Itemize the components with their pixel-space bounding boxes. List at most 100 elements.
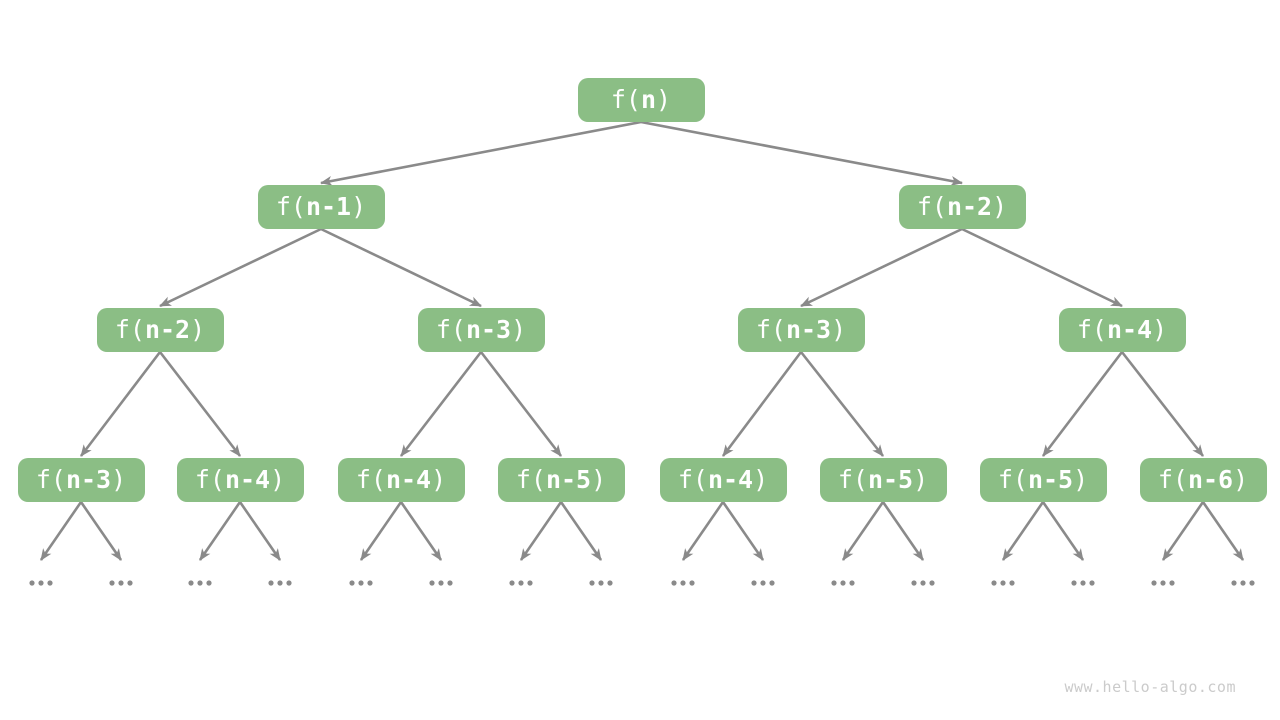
node-label-suffix: ) (1073, 465, 1089, 494)
ellipsis (527, 580, 533, 586)
edge-arrow (238, 501, 282, 561)
node-label-prefix: f( (515, 465, 546, 494)
node-label-suffix: ) (831, 315, 847, 344)
edge-arrow (1161, 501, 1205, 561)
ellipsis (358, 580, 364, 586)
ellipsis (689, 580, 695, 586)
node-label-argument: n-4 (707, 465, 754, 494)
node-label-argument: n (640, 85, 657, 114)
ellipsis (349, 580, 355, 586)
ellipsis (29, 580, 35, 586)
node-label-prefix: f( (755, 315, 786, 344)
tree-node-L3f: f(n-5) (819, 458, 947, 502)
edge-arrow (799, 351, 885, 457)
ellipsis (920, 580, 926, 586)
tree-node-L3e: f(n-4) (659, 458, 787, 502)
ellipsis (447, 580, 453, 586)
ellipsis (760, 580, 766, 586)
ellipsis (751, 580, 757, 586)
ellipsis (929, 580, 935, 586)
tree-node-L2a: f(n-2) (96, 308, 224, 352)
tree-edges (39, 120, 1245, 561)
node-label-prefix: f( (1157, 465, 1188, 494)
ellipsis (109, 580, 115, 586)
ellipsis (286, 580, 292, 586)
ellipsis (118, 580, 124, 586)
edge-arrow (399, 501, 443, 561)
node-label-argument: n-2 (946, 192, 993, 221)
node-label-suffix: ) (111, 465, 127, 494)
node-label-suffix: ) (753, 465, 769, 494)
ellipsis (197, 580, 203, 586)
tree-node-L3g: f(n-5) (979, 458, 1107, 502)
node-label-argument: n-3 (65, 465, 112, 494)
tree-node-L3h: f(n-6) (1139, 458, 1267, 502)
node-label-prefix: f( (355, 465, 386, 494)
ellipsis-dots (29, 580, 1255, 586)
ellipsis (831, 580, 837, 586)
node-label-prefix: f( (435, 315, 466, 344)
edge-arrow (519, 501, 563, 561)
edge-arrow (158, 351, 242, 457)
tree-node-L3b: f(n-4) (176, 458, 304, 502)
node-label-suffix: ) (656, 85, 672, 114)
node-label-argument: n-4 (1106, 315, 1153, 344)
tree-node-L3c: f(n-4) (337, 458, 465, 502)
ellipsis (911, 580, 917, 586)
node-label-suffix: ) (431, 465, 447, 494)
ellipsis (589, 580, 595, 586)
edge-arrow (320, 120, 642, 186)
ellipsis (1071, 580, 1077, 586)
ellipsis (38, 580, 44, 586)
ellipsis (268, 580, 274, 586)
ellipsis (680, 580, 686, 586)
edge-arrow (79, 351, 162, 457)
ellipsis (671, 580, 677, 586)
edge-arrow (320, 227, 482, 308)
tree-node-L2d: f(n-4) (1058, 308, 1186, 352)
ellipsis (47, 580, 53, 586)
tree-node-L3d: f(n-5) (497, 458, 625, 502)
node-label-prefix: f( (837, 465, 868, 494)
ellipsis (849, 580, 855, 586)
edge-arrow (39, 501, 83, 561)
edge-arrow (79, 501, 123, 561)
ellipsis (991, 580, 997, 586)
node-label-argument: n-3 (465, 315, 512, 344)
node-label-argument: n-5 (1027, 465, 1074, 494)
node-label-prefix: f( (194, 465, 225, 494)
tree-node-L2b: f(n-3) (417, 308, 545, 352)
edge-arrow (1041, 501, 1085, 561)
tree-node-L2c: f(n-3) (737, 308, 865, 352)
node-label-suffix: ) (1233, 465, 1249, 494)
edge-arrow (399, 351, 483, 457)
ellipsis (1089, 580, 1095, 586)
tree-node-root: f(n) (577, 78, 705, 122)
node-label-suffix: ) (1152, 315, 1168, 344)
ellipsis (1000, 580, 1006, 586)
node-label-suffix: ) (913, 465, 929, 494)
ellipsis (127, 580, 133, 586)
edge-arrow (479, 351, 563, 457)
node-label-suffix: ) (351, 192, 367, 221)
node-label-suffix: ) (511, 315, 527, 344)
edge-arrow (198, 501, 242, 561)
edge-arrow (881, 501, 925, 561)
node-label-suffix: ) (270, 465, 286, 494)
edge-arrow (800, 227, 963, 308)
node-label-argument: n-1 (305, 192, 352, 221)
edge-arrow (721, 501, 765, 561)
edge-arrow (640, 120, 963, 186)
node-label-argument: n-5 (867, 465, 914, 494)
watermark: www.hello-algo.com (1064, 678, 1236, 696)
edge-arrow (159, 227, 322, 308)
edge-arrow (961, 227, 1123, 308)
ellipsis (598, 580, 604, 586)
node-label-prefix: f( (114, 315, 145, 344)
ellipsis (429, 580, 435, 586)
ellipsis (1169, 580, 1175, 586)
ellipsis (367, 580, 373, 586)
node-label-argument: n-4 (224, 465, 271, 494)
